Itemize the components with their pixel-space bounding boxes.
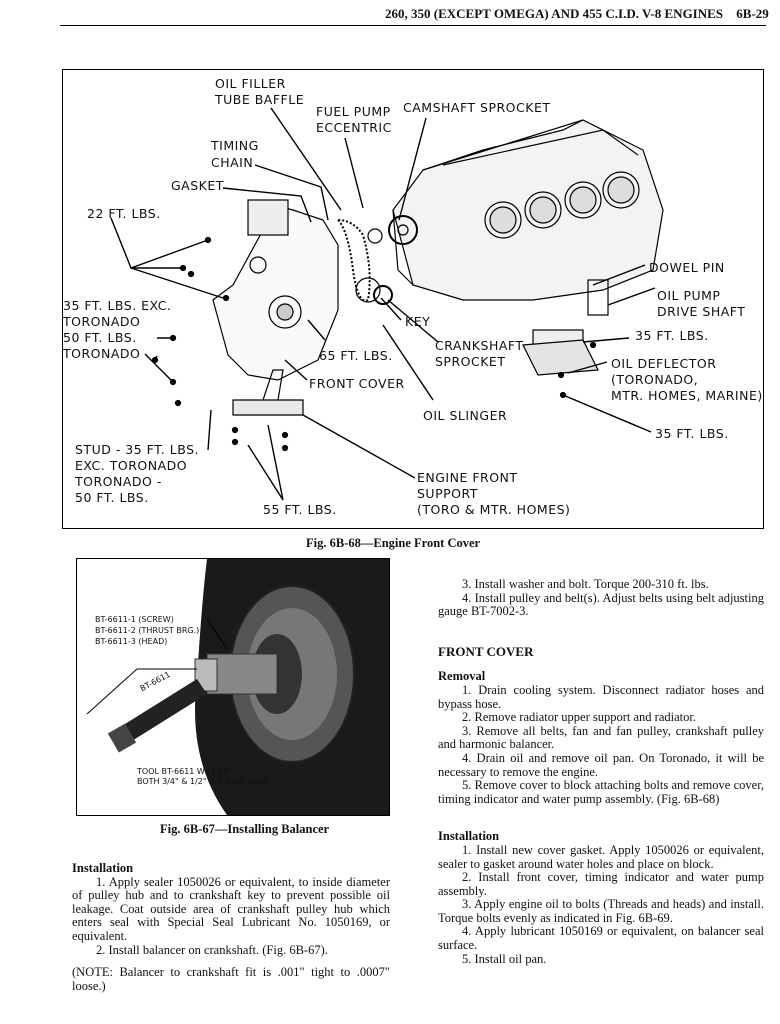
balancer-fit-note: (NOTE: Balancer to crankshaft fit is .00… xyxy=(72,965,390,993)
removal-step-5: 5. Remove cover to block attaching bolts… xyxy=(438,778,764,806)
label-crankshaft: CRANKSHAFT xyxy=(435,338,524,353)
label-oil-filler: OIL FILLER xyxy=(215,76,286,91)
label-oil-pump: OIL PUMP xyxy=(657,288,721,303)
label-chain: CHAIN xyxy=(211,155,254,170)
install-step-5: 5. Install oil pan. xyxy=(462,951,547,966)
label-fuel-pump: FUEL PUMP xyxy=(316,104,391,119)
right-column: 3. Install washer and bolt. Torque 200-3… xyxy=(438,577,764,966)
label-engine-front: ENGINE FRONT xyxy=(417,470,518,485)
label-toronado-c: (TORONADO, xyxy=(611,372,699,387)
installation-heading-right: Installation xyxy=(438,829,500,844)
label-support: SUPPORT xyxy=(417,486,478,501)
label-bt-6611-2: BT-6611-2 (THRUST BRG.) xyxy=(95,626,200,635)
removal-heading: Removal xyxy=(438,669,486,684)
label-toro-mtr-homes: (TORO & MTR. HOMES) xyxy=(417,502,571,517)
figure-68-caption: Fig. 6B-68—Engine Front Cover xyxy=(306,536,481,550)
removal-step-3: 3. Remove all belts, fan and fan pulley,… xyxy=(438,723,764,752)
label-key: KEY xyxy=(405,314,431,329)
label-torque-35-exc: 35 FT. LBS. EXC. xyxy=(63,298,172,313)
label-torque-65: 65 FT. LBS. xyxy=(319,348,393,363)
label-sprocket: SPROCKET xyxy=(435,354,506,369)
label-torque-55: 55 FT. LBS. xyxy=(263,502,337,517)
figure-installing-balancer: BT-6611-1 (SCREW) BT-6611-2 (THRUST BRG.… xyxy=(76,558,390,816)
left-step-1: 1. Apply sealer 1050026 or equivalent, t… xyxy=(72,874,390,943)
label-timing: TIMING xyxy=(211,138,259,153)
page-number: 6B-29 xyxy=(736,6,769,21)
label-drive-shaft: DRIVE SHAFT xyxy=(657,304,746,319)
figure-engine-front-cover: OIL FILLER TUBE BAFFLE FUEL PUMP ECCENTR… xyxy=(62,69,764,529)
label-toronado-a: TORONADO xyxy=(63,314,141,329)
installation-heading-left: Installation xyxy=(72,861,134,875)
label-front-cover: FRONT COVER xyxy=(309,376,405,391)
label-tool-fit: TOOL BT-6611 WILL FIT xyxy=(137,767,231,776)
label-torque-50: 50 FT. LBS. xyxy=(63,330,137,345)
label-bolt-hole: BOTH 3/4" & 1/2" C/S BOLT HOLE xyxy=(137,777,270,786)
label-gasket: GASKET xyxy=(171,178,224,193)
install-step-3: 3. Apply engine oil to bolts (Threads an… xyxy=(438,897,764,925)
label-torque-35-b: 35 FT. LBS. xyxy=(655,426,729,441)
label-bt-6611-1: BT-6611-1 (SCREW) xyxy=(95,615,174,624)
label-stud: STUD - 35 FT. LBS. xyxy=(75,442,199,457)
label-toronado-b: TORONADO xyxy=(63,346,141,361)
install-step-1: 1. Install new cover gasket. Apply 10500… xyxy=(438,842,764,871)
install-step-4: 4. Apply lubricant 1050169 or equivalent… xyxy=(438,924,764,953)
left-step-2: 2. Install balancer on crankshaft. (Fig.… xyxy=(96,942,328,957)
label-bt-6611-3: BT-6611-3 (HEAD) xyxy=(95,637,168,646)
label-torque-35-a: 35 FT. LBS. xyxy=(635,328,709,343)
label-dowel-pin: DOWEL PIN xyxy=(649,260,725,275)
figure-67-caption: Fig. 6B-67—Installing Balancer xyxy=(160,822,330,836)
removal-step-1: 1. Drain cooling system. Disconnect radi… xyxy=(438,682,764,711)
right-step-4: 4. Install pulley and belt(s). Adjust be… xyxy=(438,590,764,619)
label-torque-50-b: 50 FT. LBS. xyxy=(75,490,149,505)
install-step-2: 2. Install front cover, timing indicator… xyxy=(438,870,764,898)
label-torque-22: 22 FT. LBS. xyxy=(87,206,161,221)
page-header: 260, 350 (EXCEPT OMEGA) AND 455 C.I.D. V… xyxy=(385,6,769,22)
label-camshaft-sprocket: CAMSHAFT SPROCKET xyxy=(403,100,551,115)
label-exc-toronado: EXC. TORONADO xyxy=(75,458,188,473)
header-rule xyxy=(60,25,766,26)
header-title: 260, 350 (EXCEPT OMEGA) AND 455 C.I.D. V… xyxy=(385,6,724,21)
label-oil-slinger: OIL SLINGER xyxy=(423,408,508,423)
label-tube-baffle: TUBE BAFFLE xyxy=(215,92,305,107)
label-oil-deflector: OIL DEFLECTOR xyxy=(611,356,717,371)
label-mtr-homes-marine: MTR. HOMES, MARINE) xyxy=(611,388,763,403)
removal-step-2: 2. Remove radiator upper support and rad… xyxy=(462,710,696,725)
label-eccentric: ECCENTRIC xyxy=(316,120,392,135)
engine-front-cover-drawing xyxy=(110,107,664,501)
label-toronado-d: TORONADO - xyxy=(75,474,162,489)
removal-step-4: 4. Drain oil and remove oil pan. On Toro… xyxy=(438,750,764,779)
front-cover-heading: FRONT COVER xyxy=(438,643,534,659)
balancer-photo xyxy=(86,559,389,815)
right-step-3: 3. Install washer and bolt. Torque 200-3… xyxy=(462,577,709,591)
left-column: Installation 1. Apply sealer 1050026 or … xyxy=(72,861,390,993)
